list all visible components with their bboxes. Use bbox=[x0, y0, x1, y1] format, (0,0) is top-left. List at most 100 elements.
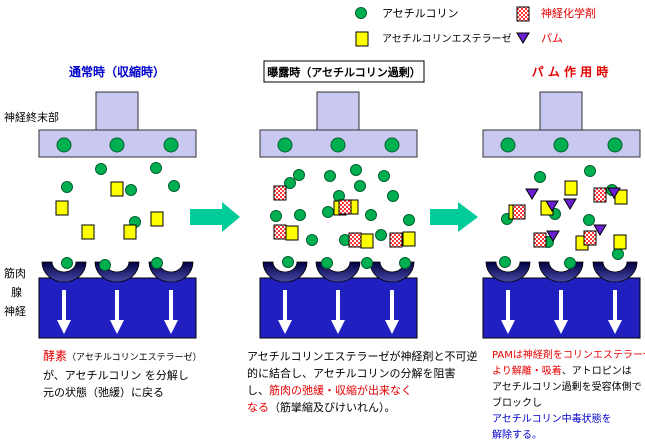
nerve-agent-molecule bbox=[593, 187, 607, 203]
vesicle bbox=[500, 137, 516, 153]
acetylcholine-molecule bbox=[378, 170, 390, 182]
panel-pam bbox=[482, 91, 641, 339]
receptor bbox=[485, 261, 531, 283]
esterase-molecule bbox=[81, 224, 95, 240]
acetylcholine-molecule bbox=[270, 210, 282, 222]
transition-arrow-2 bbox=[430, 202, 478, 232]
transition-arrow-1 bbox=[190, 202, 240, 232]
signal-arrow-shaft bbox=[506, 290, 510, 322]
caption-pam-line4a: ブロックし bbox=[492, 398, 542, 409]
vesicle bbox=[56, 137, 72, 153]
panel-title-normal: 通常時（収縮時） bbox=[69, 64, 165, 79]
nerve-terminal-stem bbox=[316, 91, 360, 131]
legend-nerve-agent-icon bbox=[516, 6, 530, 22]
pam-molecule bbox=[546, 230, 560, 242]
legend: アセチルコリン アセチルコリンエステラーゼ 神経化学剤 パム bbox=[355, 6, 596, 47]
acetylcholine-molecule bbox=[99, 259, 111, 271]
caption-exposure-line4a: なる bbox=[247, 401, 269, 414]
signal-arrow-head bbox=[110, 320, 124, 334]
caption-pam-line1: PAMは神経剤をコリンエステラーゼ bbox=[492, 350, 645, 361]
acetylcholine-molecule bbox=[499, 256, 511, 268]
label-nerve: 神経 bbox=[4, 304, 26, 318]
legend-pam-icon bbox=[516, 32, 530, 44]
esterase-molecule bbox=[123, 224, 137, 240]
caption-exposure-line3a: し、 bbox=[247, 384, 269, 397]
panel-title-pam: パ ム 作 用 時 bbox=[532, 64, 609, 79]
caption-exposure-line1: アセチルコリンエステラーゼが神経剤と不可逆 bbox=[247, 350, 478, 363]
signal-arrow-head bbox=[57, 320, 71, 334]
nerve-agent-molecule bbox=[583, 230, 597, 246]
signal-arrow-head bbox=[278, 320, 292, 334]
acetylcholine-molecule bbox=[399, 257, 411, 269]
acetylcholine-molecule bbox=[375, 229, 387, 241]
signal-arrow-head bbox=[385, 320, 399, 334]
vesicle bbox=[163, 137, 179, 153]
pam-molecule bbox=[563, 198, 577, 210]
legend-acetylcholine-icon bbox=[355, 7, 367, 19]
vesicle bbox=[384, 137, 400, 153]
acetylcholine-molecule bbox=[282, 256, 294, 268]
acetylcholine-molecule bbox=[365, 209, 377, 221]
acetylcholine-molecule bbox=[293, 169, 305, 181]
acetylcholine-molecule bbox=[403, 214, 415, 226]
vesicle bbox=[607, 137, 623, 153]
panels bbox=[38, 91, 641, 339]
caption-normal: 酵素（アセチルコリンエステラーゼ） が、アセチルコリン を分解し 元の状態（弛緩… bbox=[43, 348, 233, 401]
label-nerve-terminal: 神経終末部 bbox=[4, 110, 59, 124]
caption-exposure: アセチルコリンエステラーゼが神経剤と不可逆 的に結合し、アセチルコリンの分解を阻… bbox=[247, 348, 478, 416]
acetylcholine-molecule bbox=[61, 257, 73, 269]
signal-arrow-shaft bbox=[390, 290, 394, 322]
acetylcholine-molecule bbox=[584, 165, 596, 177]
signal-arrow-shaft bbox=[283, 290, 287, 322]
receptor bbox=[592, 261, 638, 283]
legend-esterase-label: アセチルコリンエステラーゼ bbox=[382, 33, 512, 45]
label-muscle: 筋肉 bbox=[4, 266, 26, 280]
nerve-agent-molecule bbox=[348, 232, 362, 248]
signal-arrow-shaft bbox=[169, 290, 173, 322]
nerve-agent-molecule bbox=[512, 204, 526, 220]
molecules bbox=[55, 162, 628, 271]
signal-arrow-head bbox=[501, 320, 515, 334]
caption-normal-enzyme-name: （アセチルコリンエステラーゼ） bbox=[67, 353, 202, 363]
acetylcholine-molecule bbox=[354, 180, 366, 192]
acetylcholine-molecule bbox=[284, 177, 296, 189]
acetylcholine-molecule bbox=[151, 257, 163, 269]
legend-nerve-agent-label: 神経化学剤 bbox=[541, 6, 596, 20]
panel-title-exposure: 曝露時（アセチルコリン過剰） bbox=[267, 65, 421, 79]
signal-arrow-head bbox=[608, 320, 622, 334]
panel-exposure bbox=[259, 91, 418, 339]
esterase-molecule bbox=[55, 200, 69, 216]
signal-arrow-shaft bbox=[62, 290, 66, 322]
esterase-molecule bbox=[613, 234, 627, 250]
acetylcholine-molecule bbox=[95, 163, 107, 175]
caption-exposure-line3b: 筋肉の弛緩・収縮が出来なく bbox=[269, 384, 412, 397]
vesicle bbox=[330, 137, 346, 153]
label-gland: 腺 bbox=[11, 285, 22, 299]
esterase-molecule bbox=[150, 211, 164, 227]
legend-pam-label: パム bbox=[541, 32, 563, 45]
legend-acetylcholine-label: アセチルコリン bbox=[382, 7, 459, 20]
esterase-molecule bbox=[564, 180, 578, 196]
nerve-terminal-stem bbox=[95, 91, 139, 131]
acetylcholine-molecule bbox=[150, 162, 162, 174]
nerve-agent-molecule bbox=[273, 185, 287, 201]
acetylcholine-molecule bbox=[361, 257, 373, 269]
signal-arrow-shaft bbox=[559, 290, 563, 322]
nerve-terminal-stem bbox=[539, 91, 583, 131]
acetylcholine-molecule bbox=[306, 234, 318, 246]
signal-arrow-shaft bbox=[115, 290, 119, 322]
acetylcholine-molecule bbox=[534, 171, 546, 183]
signal-arrow-head bbox=[164, 320, 178, 334]
acetylcholine-molecule bbox=[612, 248, 624, 260]
caption-normal-line2: が、アセチルコリン を分解し bbox=[43, 369, 189, 382]
receptor bbox=[41, 261, 87, 283]
panel-title-exposure-box bbox=[263, 60, 425, 83]
caption-pam-line2b: 、アトロピンは bbox=[561, 366, 632, 377]
caption-pam-line5: 解除する。 bbox=[492, 430, 542, 441]
pam-molecule bbox=[545, 200, 559, 212]
nerve-agent-molecule bbox=[533, 232, 547, 248]
nerve-agent-molecule bbox=[389, 232, 403, 248]
caption-pam-line4b: アセチルコリン中毒状態を bbox=[492, 414, 612, 425]
acetylcholine-molecule bbox=[321, 257, 333, 269]
signal-arrow-shaft bbox=[336, 290, 340, 322]
